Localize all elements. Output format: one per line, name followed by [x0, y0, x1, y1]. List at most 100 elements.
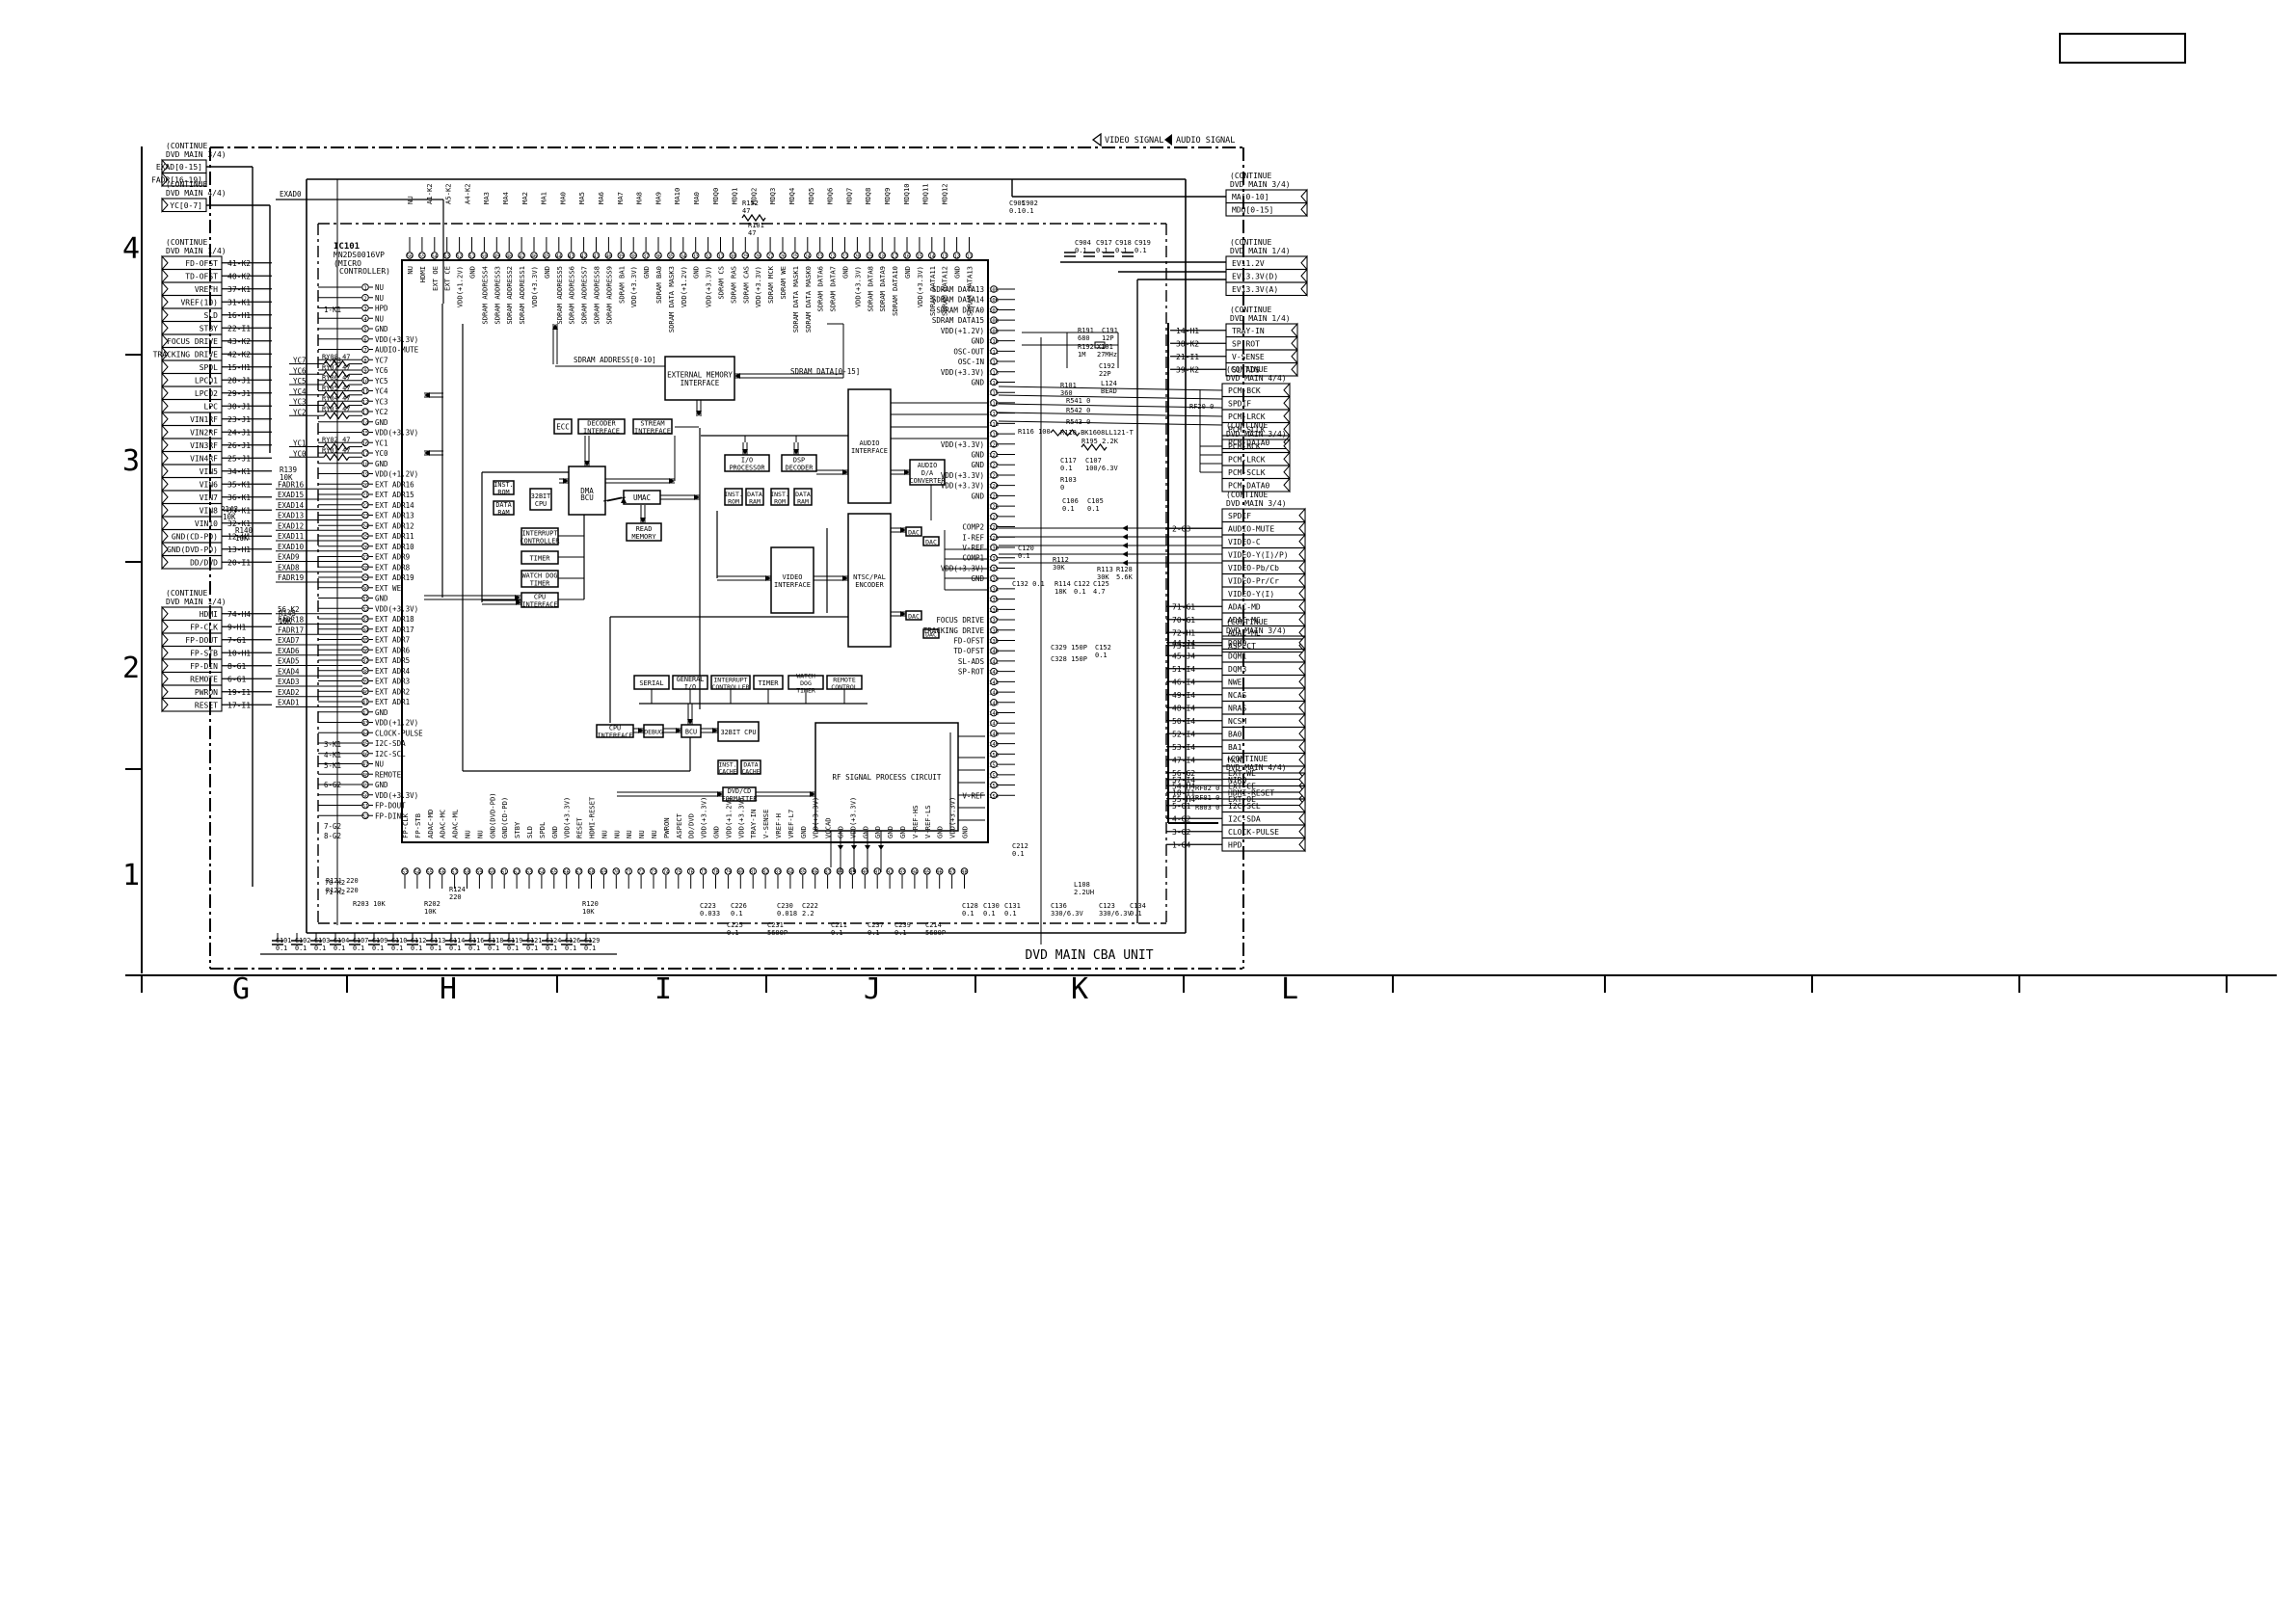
connector-servo-ref: 29-J1 — [227, 389, 251, 398]
ic-desc: (MICRO — [334, 259, 361, 268]
right-pin-label: VDD(+3.3V) — [941, 482, 984, 491]
connector-panel-ref: 19-I1 — [227, 688, 251, 697]
fadr-net-label: EXAD8 — [278, 563, 300, 572]
connector-sdram-ctrl-signal: NWE — [1228, 678, 1242, 687]
block-ntsc-pal-encoder-label: NTSC/PAL — [853, 573, 886, 581]
connector-servo-ref: 32-K1 — [227, 519, 251, 528]
c192-value: 22P — [1099, 370, 1111, 378]
connector-exad-notch-icon — [161, 158, 169, 174]
right-pin-label: SDRAM DATA15 — [932, 316, 984, 325]
left-pin-label: NU — [375, 283, 384, 292]
pin-number-icon — [990, 544, 998, 551]
ic-part: MN2DS0016VP — [334, 251, 385, 259]
bottom-pin-label: GND — [886, 826, 894, 838]
pin-number-icon — [654, 252, 662, 259]
pin-number: 60 — [489, 870, 494, 876]
pin-number-icon — [642, 252, 650, 259]
connector-panel-signal: PWRON — [195, 688, 218, 697]
connector-servo-notch-icon — [161, 528, 169, 545]
video-arrow-icon — [1122, 534, 1128, 540]
left-pin-label: YC3 — [375, 397, 388, 406]
pin-number: 81 — [750, 870, 756, 876]
c919-value: 0.1 — [1135, 247, 1147, 254]
bottom-cap-ref: C102 — [295, 937, 310, 945]
connector-servo-ref: 40-K2 — [227, 273, 251, 281]
pin-number: 69 — [601, 870, 606, 876]
connector-servo-ref: 12-H1 — [227, 533, 251, 542]
video-signal-arrow-icon — [1091, 132, 1102, 147]
bottom-cap-ref: C110 — [391, 937, 407, 945]
connector-servo-signal: LPCO1 — [195, 377, 218, 386]
connector-sdram-ctrl-ref: 52-I4 — [1172, 731, 1195, 739]
c120-value: 0.1 — [1018, 552, 1030, 560]
c117-ref: C117 — [1060, 457, 1077, 465]
bottom-pin-label: GND — [799, 826, 808, 838]
pin-number-icon — [990, 461, 998, 469]
pin-number: 42 — [581, 254, 587, 260]
pin-number-icon — [749, 867, 758, 875]
connector-servo-signal: LPC — [204, 403, 219, 412]
r112-value: 30K — [1053, 564, 1065, 572]
pin-number-icon — [414, 867, 421, 875]
connector-video-notch-icon — [1298, 520, 1306, 537]
connector-sdram-ctrl-ref: 55-H4 — [1172, 795, 1195, 804]
block-inst-rom — [493, 480, 515, 495]
pin-number: 18 — [879, 254, 885, 260]
pin-number-icon — [990, 688, 998, 696]
umac-bus-arrow-icon — [694, 494, 700, 500]
block-interrupt-controller-label: CONTROLLER — [521, 537, 561, 545]
connector-servo-notch-icon — [161, 502, 169, 519]
pin-number-icon — [361, 397, 369, 406]
connector-hdmi-ref: 5-G1 — [1172, 802, 1190, 811]
pin-number-icon — [990, 440, 998, 448]
connector-sdram-ctrl-notch-icon — [1298, 726, 1306, 742]
pin-number: 125 — [989, 494, 999, 500]
top-pin-label: SDRAM BA1 — [617, 266, 626, 304]
connector-audio-1-title: DVD MAIN 4/4) — [1226, 374, 1287, 383]
pin-number: 123 — [989, 473, 999, 479]
left-pin-label: EXT ADR4 — [375, 667, 411, 676]
c231-value: 5600P — [767, 929, 788, 937]
block-ecc — [553, 418, 573, 435]
pin-number-icon — [361, 563, 369, 572]
fadr-net-label: 56-K2 — [278, 605, 300, 614]
pin-number: 98 — [961, 870, 967, 876]
bcu-cpu-bus-arrow-icon — [712, 728, 718, 733]
pin-number: 35 — [668, 254, 674, 260]
top-pin-label: SDRAM ADDRESS8 — [593, 266, 601, 325]
pin-number-icon — [990, 564, 998, 572]
connector-panel-notch-icon — [161, 605, 169, 622]
pin-number: 149 — [989, 742, 999, 748]
formatter-bus-arrow-icon — [717, 791, 723, 797]
pin-number-icon — [361, 386, 369, 395]
bottom-pin-label: VDD(+3.3V) — [563, 797, 572, 838]
pin-number-icon — [990, 708, 998, 717]
pin-number-icon — [550, 867, 558, 875]
connector-video-signal: VIDEO-Y(I) — [1228, 590, 1274, 599]
connector-audio-2-notch-icon — [1283, 451, 1291, 467]
pin-number-icon — [361, 666, 369, 675]
r116-label: R116 100 — [1018, 428, 1051, 436]
pin-number: 9 — [363, 369, 366, 375]
connector-panel-notch-icon — [161, 671, 169, 687]
io-bus-arrow-icon — [742, 449, 748, 455]
pin-number-icon — [911, 867, 919, 875]
connector-panel-signal: REMOTE — [190, 676, 218, 684]
pin-number-icon — [438, 867, 446, 875]
fadr-net-label: EXAD9 — [278, 553, 300, 562]
left-pin-label: VDD(+3.3V) — [375, 335, 418, 344]
fadr-net-label: EXAD13 — [278, 512, 304, 520]
yc-resistor-label: RY04 47 — [322, 395, 351, 403]
bottom-cap-ref: C126 — [565, 937, 580, 945]
pin-number-icon — [361, 459, 369, 467]
top-pin-label: NU — [406, 266, 414, 275]
pin-number-icon — [990, 481, 998, 490]
connector-video-signal: ADAC-ML — [1228, 629, 1261, 638]
pin-number: 63 — [526, 870, 532, 876]
pin-number: 42 — [362, 710, 369, 716]
block-dma-bcu-label: DMA — [580, 487, 594, 495]
r101b-ref: R101 — [1060, 382, 1077, 389]
pin-number: 74 — [663, 870, 669, 876]
block-data-ram-2-label: DATA — [747, 491, 762, 498]
block-audio-da-converter-label: AUDIO — [918, 462, 937, 469]
